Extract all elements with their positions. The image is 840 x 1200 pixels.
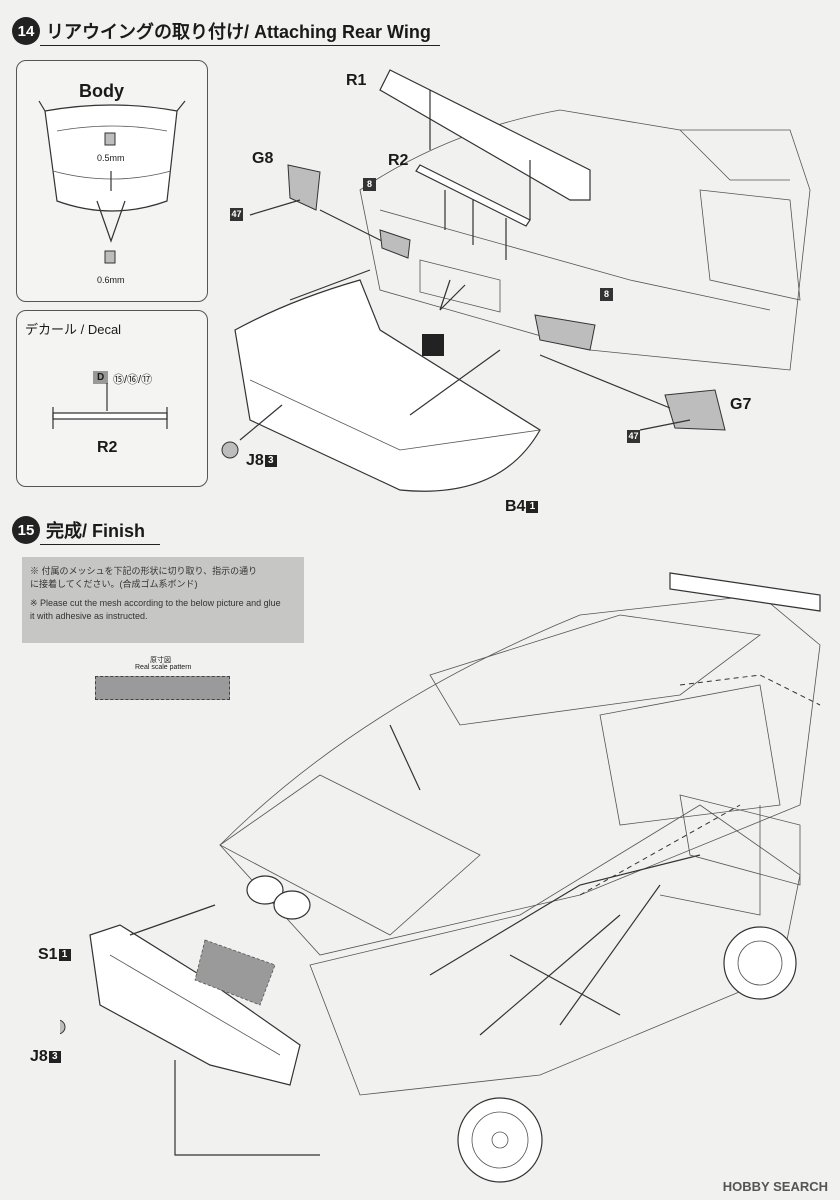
step-15-rule (40, 544, 160, 545)
finished-car-drawing (60, 572, 821, 1183)
decal-numbers: ⑮/⑯/⑰ (113, 374, 153, 386)
label-g8: G8 (252, 150, 274, 167)
b4-part: B4 (505, 498, 526, 515)
decal-detail-box: デカール / Decal D ⑮/⑯/⑰ R2 (16, 310, 208, 487)
j8-qty: 3 (264, 454, 277, 467)
step-14-number: 14 (12, 17, 40, 45)
hobby-search-watermark: HOBBY SEARCH (722, 1179, 828, 1194)
j8-part-15: J8 (30, 1048, 48, 1065)
scale-title-en: Real scale pattern (135, 664, 192, 671)
dim-bottom: 0.6mm (97, 275, 125, 285)
step-15-number: 15 (12, 516, 40, 544)
s1-part: S1 (38, 946, 58, 963)
step-14-rule (40, 45, 440, 46)
note-jp-1: ※ 付属のメッシュを下記の形状に切り取り、指示の通り (30, 566, 258, 576)
label-r2: R2 (388, 152, 409, 169)
body-box-title: Body (79, 81, 124, 101)
number-47-a: 47 (230, 208, 243, 221)
step-14-header: 14 リアウイングの取り付け/ Attaching Rear Wing (12, 16, 431, 46)
decal-letter: D (93, 371, 109, 384)
body-hood-drawing (38, 100, 186, 264)
wing-r2-drawing (52, 383, 168, 429)
j8-part: J8 (246, 452, 264, 469)
decal-part-label: R2 (97, 439, 118, 456)
scale-title-jp: 原寸図 (150, 657, 171, 664)
b4-qty: 1 (526, 500, 539, 513)
label-r1: R1 (346, 72, 367, 89)
step-15-title: 完成/ Finish (46, 521, 145, 541)
number-47-b: 47 (627, 430, 640, 443)
j8-qty-15: 3 (48, 1050, 61, 1063)
note-en-1: ※ Please cut the mesh according to the b… (30, 598, 281, 608)
mesh-note: ※ 付属のメッシュを下記の形状に切り取り、指示の通り に接着してください。(合成… (22, 557, 304, 643)
dim-top: 0.5mm (97, 153, 125, 163)
body-detail-box: Body 0.5mm 0.6mm (16, 60, 208, 302)
s1-qty: 1 (58, 948, 71, 961)
label-g7: G7 (730, 396, 752, 413)
step-14-title: リアウイングの取り付け/ Attaching Rear Wing (46, 22, 431, 42)
mesh-pattern (95, 676, 230, 700)
step-15-header: 15 完成/ Finish (12, 515, 145, 545)
decal-box-title: デカール / Decal (25, 322, 122, 337)
note-en-2: it with adhesive as instructed. (30, 611, 148, 621)
number-8-b: 8 (600, 288, 613, 301)
note-jp-2: に接着してください。(合成ゴム系ボンド) (30, 579, 198, 589)
number-8-a: 8 (363, 178, 376, 191)
rear-assembly-drawing (221, 69, 811, 492)
